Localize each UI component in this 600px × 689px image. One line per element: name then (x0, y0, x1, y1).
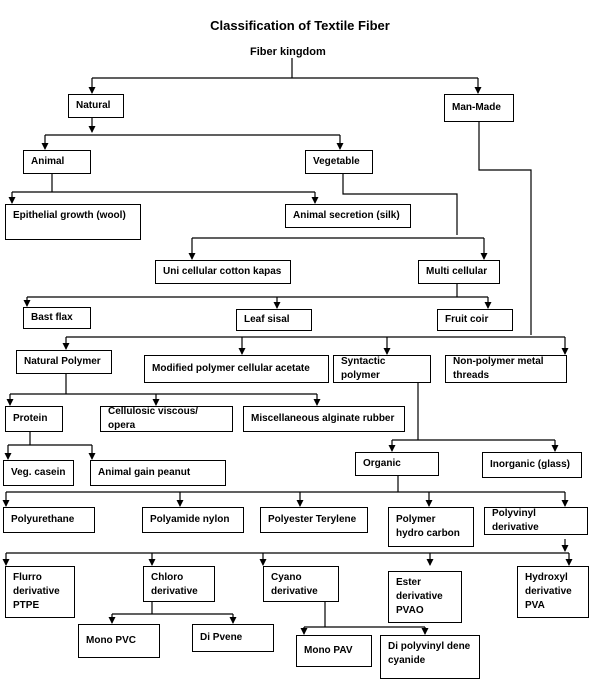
node-di-pvene: Di Pvene (192, 624, 274, 652)
root-label-fiber-kingdom: Fiber kingdom (250, 46, 326, 58)
node-mono-pav: Mono PAV (296, 635, 372, 667)
node-animal: Animal (23, 150, 91, 174)
node-mono-pvc: Mono PVC (78, 624, 160, 658)
node-multi-cellular: Multi cellular (418, 260, 500, 284)
node-flurro-derivative: Flurro derivative PTPE (5, 566, 75, 618)
node-natural: Natural (68, 94, 124, 118)
diagram-title: Classification of Textile Fiber (210, 18, 390, 33)
node-organic: Organic (355, 452, 439, 476)
node-polyester: Polyester Terylene (260, 507, 368, 533)
node-polyurethane: Polyurethane (3, 507, 95, 533)
node-natural-polymer: Natural Polymer (16, 350, 112, 374)
node-cyano-derivative: Cyano derivative (263, 566, 339, 602)
node-epithelial-growth: Epithelial growth (wool) (5, 204, 141, 240)
node-inorganic: Inorganic (glass) (482, 452, 582, 478)
node-leaf-sisal: Leaf sisal (236, 309, 312, 331)
node-cellulosic: Cellulosic viscous/ opera (100, 406, 233, 432)
node-hydroxyl-derivative: Hydroxyl derivative PVA (517, 566, 589, 618)
node-polymer-hydro-carbon: Polymer hydro carbon (388, 507, 474, 547)
node-bast-flax: Bast flax (23, 307, 91, 329)
node-animal-secretion: Animal secretion (silk) (285, 204, 411, 228)
node-non-polymer: Non-polymer metal threads (445, 355, 567, 383)
node-di-polyvinyl: Di polyvinyl dene cyanide (380, 635, 480, 679)
node-polyvinyl-derivative: Polyvinyl derivative (484, 507, 588, 535)
node-man-made: Man-Made (444, 94, 514, 122)
node-animal-gain: Animal gain peanut (90, 460, 226, 486)
node-vegetable: Vegetable (305, 150, 373, 174)
node-syntactic-polymer: Syntactic polymer (333, 355, 431, 383)
node-fruit-coir: Fruit coir (437, 309, 513, 331)
node-chloro-derivative: Chloro derivative (143, 566, 215, 602)
node-miscellaneous: Miscellaneous alginate rubber (243, 406, 405, 432)
node-ester-derivative: Ester derivative PVAO (388, 571, 462, 623)
node-modified-polymer: Modified polymer cellular acetate (144, 355, 329, 383)
node-uni-cellular: Uni cellular cotton kapas (155, 260, 291, 284)
node-protein: Protein (5, 406, 63, 432)
node-polyamide: Polyamide nylon (142, 507, 244, 533)
node-veg-casein: Veg. casein (3, 460, 74, 486)
